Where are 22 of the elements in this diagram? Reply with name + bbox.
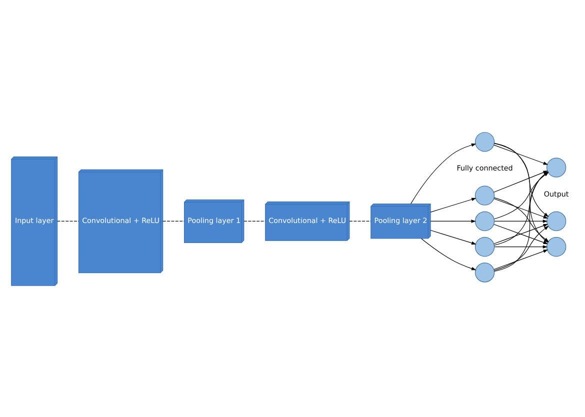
node-circle xyxy=(546,157,566,177)
arrow xyxy=(494,244,548,248)
node-circle xyxy=(474,262,495,282)
connector xyxy=(349,220,372,222)
node-circle xyxy=(474,185,495,205)
arrow xyxy=(430,219,476,222)
connector xyxy=(57,220,79,222)
node-circle xyxy=(546,210,566,231)
arrow xyxy=(494,249,548,270)
arrow xyxy=(410,142,476,204)
connector xyxy=(244,220,266,222)
node-circle xyxy=(474,210,495,231)
arrow xyxy=(494,144,548,164)
connector xyxy=(162,220,184,222)
node-circle xyxy=(546,236,566,256)
node-circle xyxy=(474,132,495,152)
arrow xyxy=(494,219,548,222)
arrow xyxy=(421,238,476,270)
arrow xyxy=(494,198,548,218)
arrow xyxy=(430,229,476,244)
node-circle xyxy=(474,236,495,256)
arrow xyxy=(430,197,476,212)
